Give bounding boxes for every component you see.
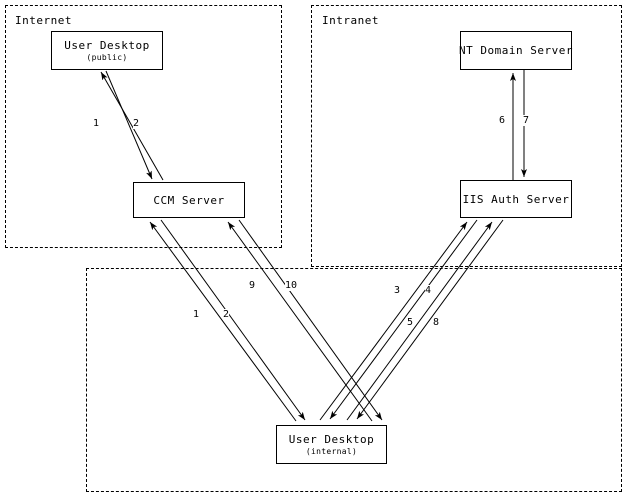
- node-subtitle: (internal): [305, 447, 358, 456]
- node-ccm-server[interactable]: CCM Server: [133, 182, 245, 218]
- flow-label-9: 9: [249, 280, 256, 291]
- wire-8-iis-to-internal: [356, 219, 504, 420]
- flow-label-1-internal: 1: [193, 309, 200, 320]
- node-title: User Desktop: [64, 39, 150, 52]
- flow-label-8: 8: [433, 317, 440, 328]
- node-user-desktop-public[interactable]: User Desktop (public): [51, 31, 163, 70]
- node-title: User Desktop: [288, 433, 375, 446]
- node-subtitle: (public): [86, 53, 128, 62]
- node-title: NT Domain Server: [459, 44, 573, 57]
- wire-3-internal-to-iis: [319, 221, 468, 421]
- flow-label-6: 6: [499, 115, 506, 126]
- wire-2-ccm-to-internal: [160, 219, 306, 421]
- wire-2-ccm-to-public: [100, 71, 164, 181]
- zone-internet: [5, 5, 282, 248]
- node-title: IIS Auth Server: [462, 192, 570, 206]
- flow-label-4: 4: [425, 285, 432, 296]
- node-title: CCM Server: [153, 193, 225, 207]
- wire-5-internal-to-iis: [346, 221, 493, 421]
- node-user-desktop-internal[interactable]: User Desktop (internal): [276, 425, 387, 464]
- flow-label-5: 5: [407, 317, 414, 328]
- wire-10-ccm-to-internal: [238, 219, 383, 421]
- node-nt-domain-server[interactable]: NT Domain Server: [459, 31, 573, 70]
- flow-label-7: 7: [523, 115, 530, 126]
- wire-9-internal-to-ccm: [227, 221, 373, 422]
- flow-label-2-internal: 2: [223, 309, 230, 320]
- zone-internal-lan: [86, 268, 622, 492]
- wire-4-iis-to-internal: [329, 219, 478, 420]
- wire-1-public-to-ccm: [105, 70, 153, 180]
- zone-label-intranet: Intranet: [322, 14, 379, 27]
- zone-label-internet: Internet: [15, 14, 72, 27]
- flow-label-3: 3: [394, 285, 401, 296]
- flow-label-1-public: 1: [93, 118, 100, 129]
- flow-label-2-public: 2: [133, 118, 140, 129]
- node-iis-auth-server[interactable]: IIS Auth Server: [460, 180, 572, 218]
- flow-label-10: 10: [285, 280, 298, 291]
- wire-1-internal-to-ccm: [149, 221, 297, 422]
- zone-intranet: [311, 5, 622, 267]
